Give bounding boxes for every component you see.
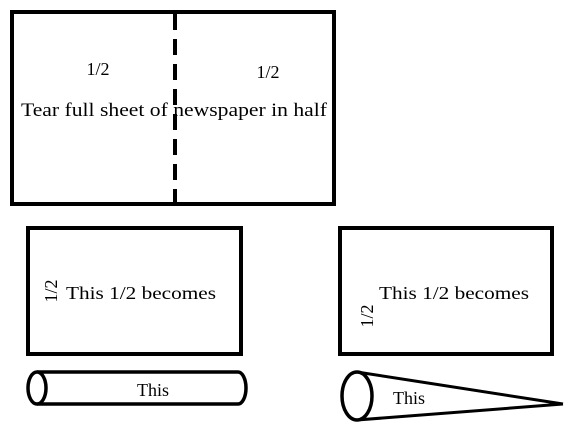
instruction-text: Tear full sheet of newspaper in half: [21, 100, 328, 121]
right-half-side-label: 1/2: [357, 304, 377, 327]
cone-top-edge: [356, 370, 564, 406]
right-half-outline: [338, 226, 554, 356]
left-half-side-label: 1/2: [41, 279, 61, 302]
half-right-label: 1/2: [256, 62, 279, 82]
cone-end: [340, 370, 374, 422]
cone-bottom-edge: [356, 402, 564, 422]
left-half-caption: This 1/2 becomes: [66, 283, 216, 303]
left-half-piece: 1/2 This 1/2 becomes: [26, 226, 243, 356]
tube-label: This: [137, 380, 169, 400]
rolled-cone: This: [340, 370, 564, 422]
right-half-caption: This 1/2 becomes: [379, 283, 529, 303]
rolled-tube: This: [26, 370, 248, 406]
cone-label: This: [393, 388, 425, 408]
full-sheet-outline: [10, 10, 336, 206]
half-left-label: 1/2: [86, 59, 109, 79]
left-half-outline: [26, 226, 243, 356]
tube-body: [37, 370, 248, 406]
tube-end: [26, 370, 48, 406]
full-sheet: 1/2 1/2 Tear full sheet of newspaper in …: [10, 10, 336, 206]
right-half-piece: 1/2 This 1/2 becomes: [338, 226, 554, 356]
